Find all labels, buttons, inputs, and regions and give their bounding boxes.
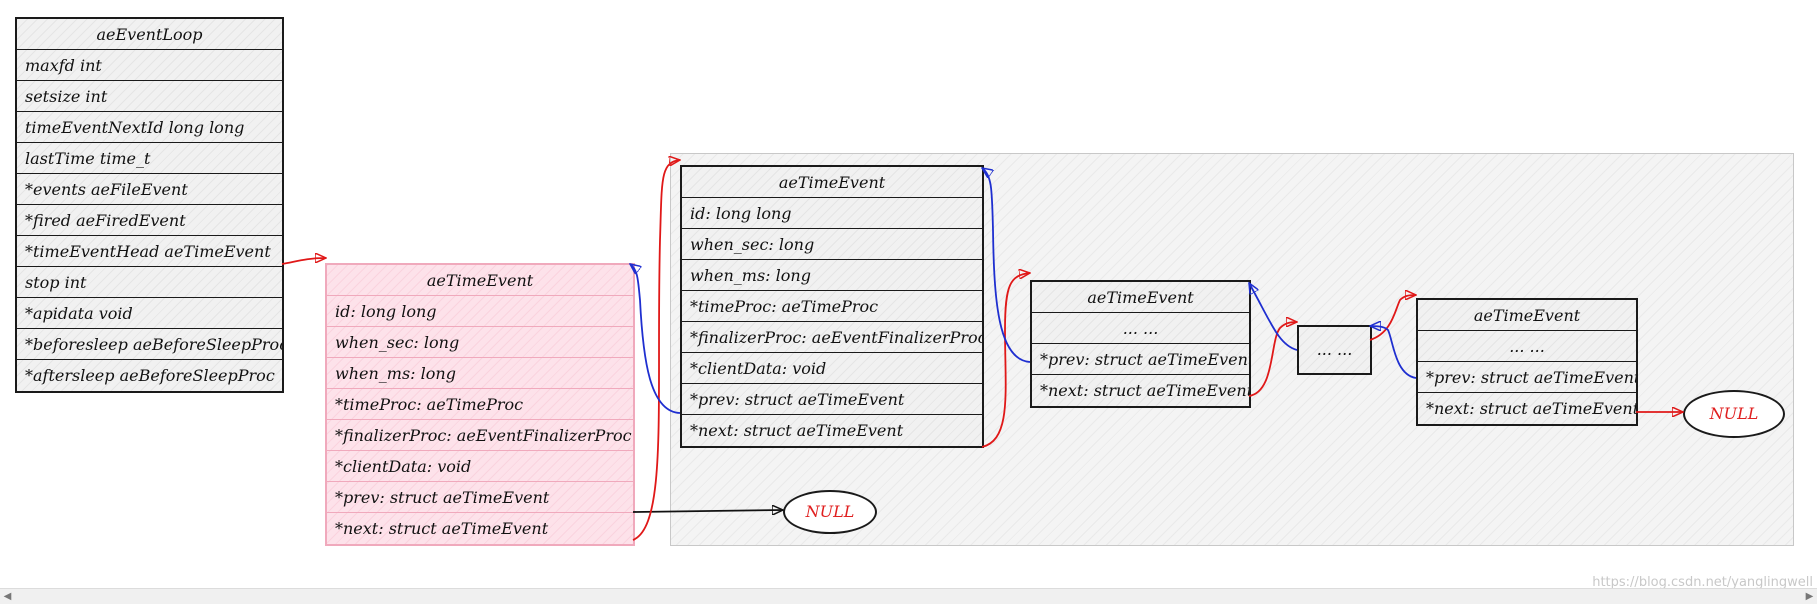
loop-field: stop int: [17, 267, 282, 298]
second-event-field: *finalizerProc: aeEventFinalizerProc: [682, 322, 982, 353]
scroll-left-icon[interactable]: ◀: [3, 591, 12, 602]
arrow-ellipsis-prev-to-third: [1249, 283, 1298, 351]
third-event-title: aeTimeEvent: [1032, 282, 1249, 313]
loop-field: *apidata void: [17, 298, 282, 329]
loop-field: setsize int: [17, 81, 282, 112]
second-event-field: when_ms: long: [682, 260, 982, 291]
third-time-event-box: aeTimeEvent ... ... *prev: struct aeTime…: [1030, 280, 1251, 408]
head-event-field: when_ms: long: [327, 358, 633, 389]
loop-field: timeEventNextId long long: [17, 112, 282, 143]
second-event-title: aeTimeEvent: [682, 167, 982, 198]
horizontal-scrollbar[interactable]: ◀ ▶: [0, 588, 1817, 604]
third-event-field: *prev: struct aeTimeEvent: [1032, 344, 1249, 375]
head-time-event-box: aeTimeEvent id: long long when_sec: long…: [325, 263, 635, 546]
arrow-second-prev-to-head: [630, 264, 681, 414]
second-event-field: id: long long: [682, 198, 982, 229]
head-event-field: *timeProc: aeTimeProc: [327, 389, 633, 420]
head-event-field: *clientData: void: [327, 451, 633, 482]
loop-field: maxfd int: [17, 50, 282, 81]
second-time-event-box: aeTimeEvent id: long long when_sec: long…: [680, 165, 984, 448]
second-event-field: *clientData: void: [682, 353, 982, 384]
loop-title: aeEventLoop: [17, 19, 282, 50]
loop-field: lastTime time_t: [17, 143, 282, 174]
ellipsis-box: ... ...: [1297, 325, 1372, 375]
second-event-field: *prev: struct aeTimeEvent: [682, 384, 982, 415]
arrow-third-prev-to-second: [982, 168, 1031, 363]
arrow-head-prev-to-null: [632, 510, 783, 512]
last-event-field: *next: struct aeTimeEvent: [1426, 399, 1636, 418]
loop-field: *aftersleep aeBeforeSleepProc: [25, 366, 275, 385]
second-event-field: *timeProc: aeTimeProc: [682, 291, 982, 322]
arrow-head-next-to-second: [632, 160, 680, 541]
loop-field: *fired aeFiredEvent: [17, 205, 282, 236]
head-event-field: *next: struct aeTimeEvent: [335, 519, 549, 538]
head-event-field: when_sec: long: [327, 327, 633, 358]
arrow-last-prev-to-ellipsis: [1370, 326, 1417, 379]
watermark: https://blog.csdn.net/yanglingwell: [1592, 575, 1813, 590]
third-event-field: *next: struct aeTimeEvent: [1040, 381, 1249, 400]
scroll-right-icon[interactable]: ▶: [1805, 591, 1814, 602]
last-event-field: ... ...: [1418, 331, 1636, 362]
ae-event-loop-box: aeEventLoop maxfd int setsize int timeEv…: [15, 17, 284, 393]
last-event-field: *prev: struct aeTimeEvent: [1418, 362, 1636, 393]
third-event-field: ... ...: [1032, 313, 1249, 344]
arrow-loop-to-head: [281, 258, 326, 265]
loop-field: *beforesleep aeBeforeSleepProc: [17, 329, 282, 360]
ellipsis-label: ... ...: [1316, 340, 1353, 359]
last-event-title: aeTimeEvent: [1418, 300, 1636, 331]
arrow-ellipsis-next-to-last: [1369, 295, 1416, 341]
head-event-field: id: long long: [327, 296, 633, 327]
null-ellipse-next: NULL: [1683, 390, 1785, 438]
head-event-field: *finalizerProc: aeEventFinalizerProc: [327, 420, 633, 451]
loop-field: *events aeFileEvent: [17, 174, 282, 205]
connector-layer: [281, 0, 1817, 541]
second-event-field: when_sec: long: [682, 229, 982, 260]
head-event-field: *prev: struct aeTimeEvent: [327, 482, 633, 513]
diagram-canvas: aeEventLoop maxfd int setsize int timeEv…: [15, 0, 1817, 546]
last-time-event-box: aeTimeEvent ... ... *prev: struct aeTime…: [1416, 298, 1638, 426]
arrow-third-next-to-ellipsis: [1248, 322, 1297, 397]
loop-field: *timeEventHead aeTimeEvent: [17, 236, 282, 267]
head-event-title: aeTimeEvent: [327, 265, 633, 296]
second-event-field: *next: struct aeTimeEvent: [690, 421, 904, 440]
